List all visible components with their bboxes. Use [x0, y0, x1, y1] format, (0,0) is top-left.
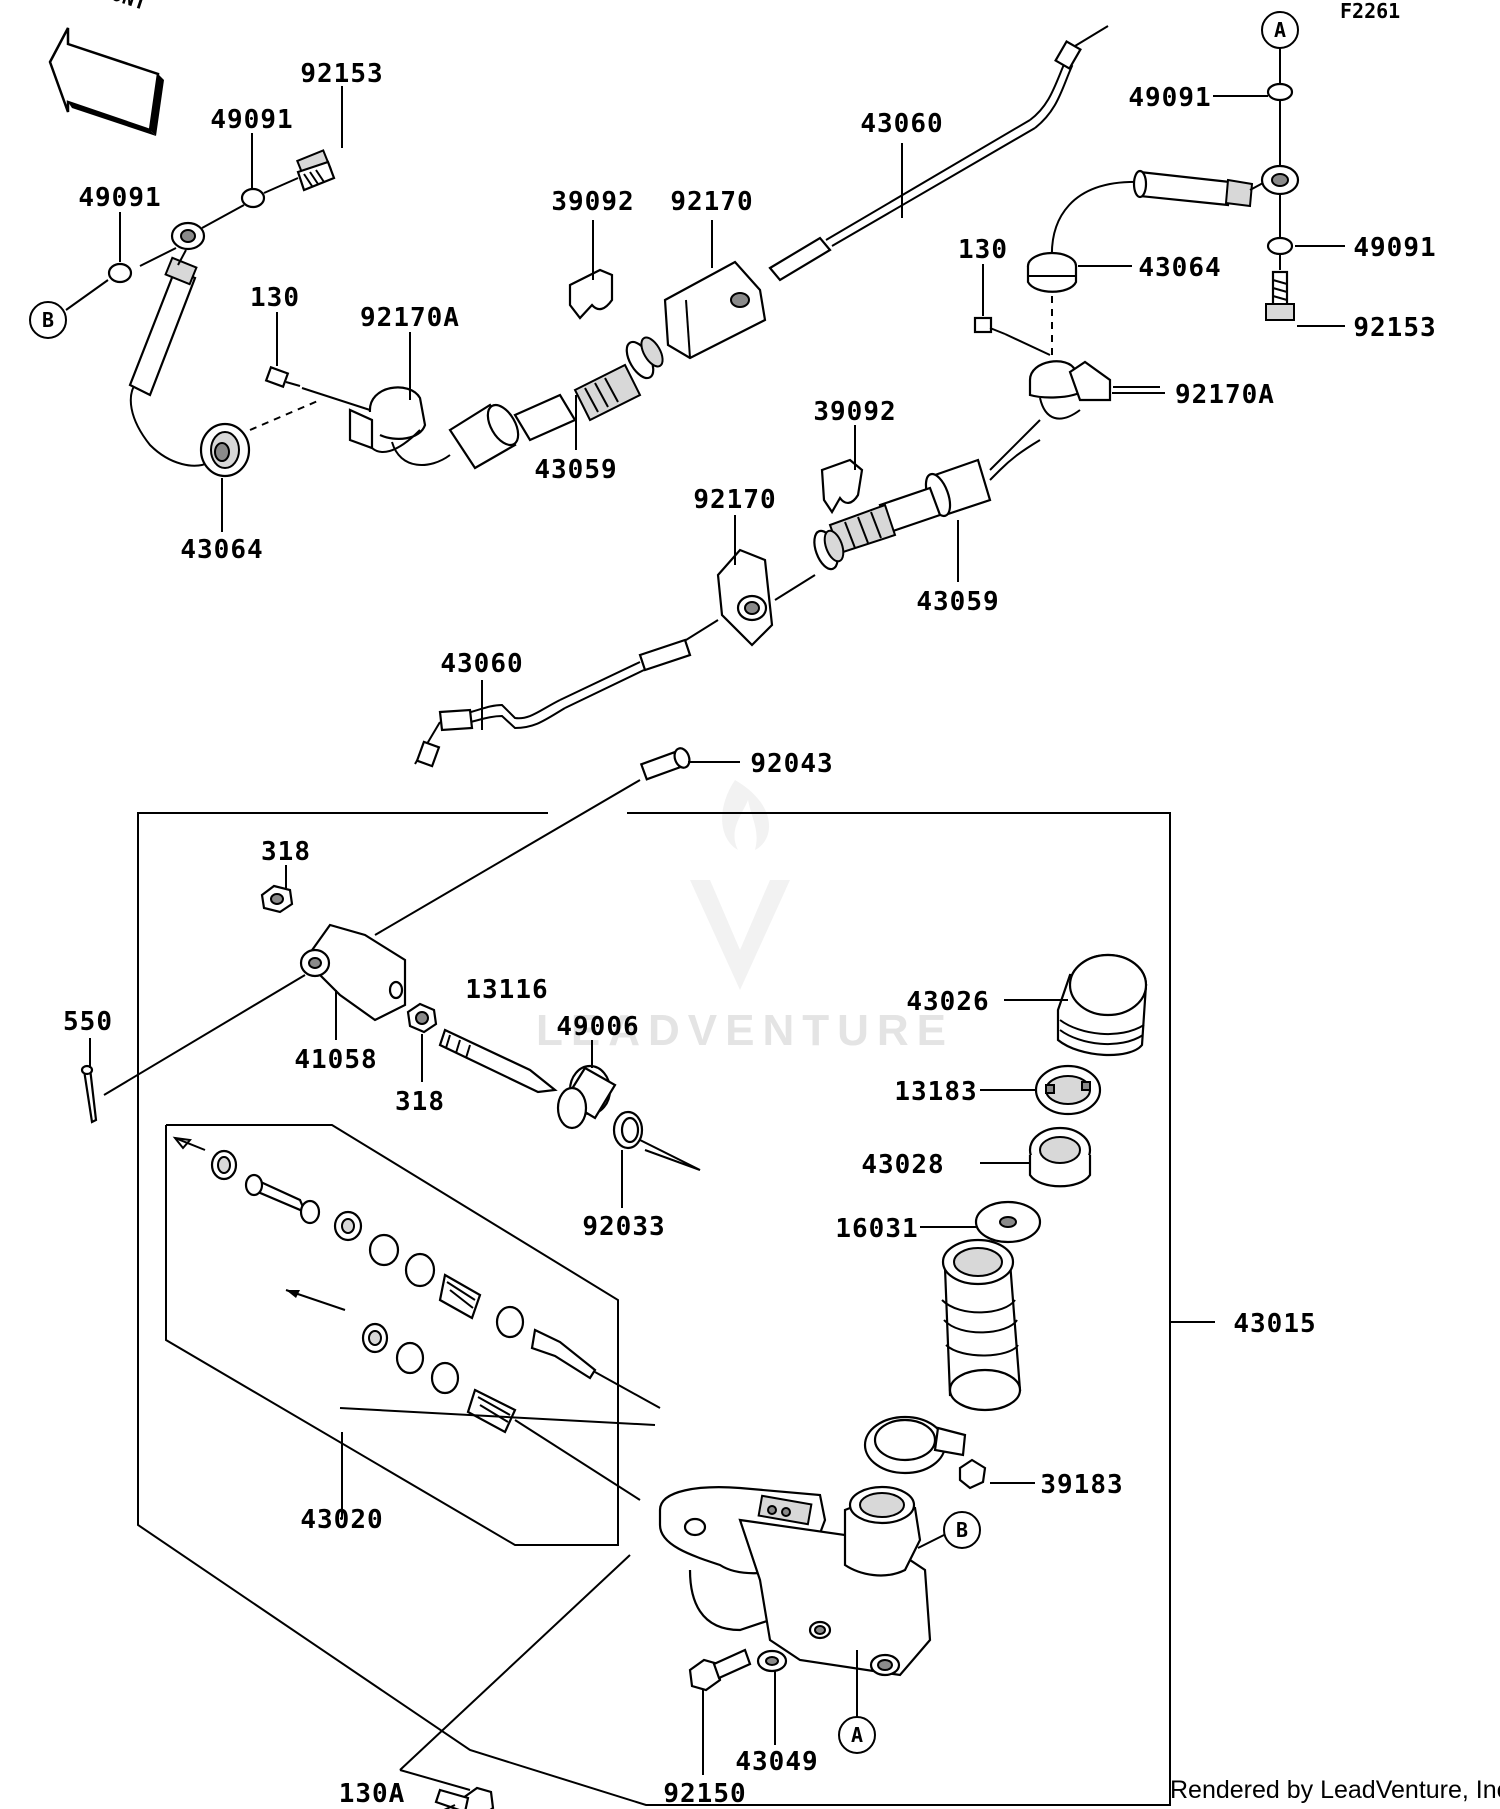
label-43020: 43020 [300, 1505, 383, 1535]
label-49091-left-b: 49091 [210, 105, 293, 135]
cable-43060-bottom [414, 619, 719, 768]
front-label: FRONT [85, 0, 150, 15]
label-92033: 92033 [582, 1212, 665, 1242]
label-92153-left: 92153 [300, 59, 383, 89]
nut-318-top [260, 884, 294, 914]
label-16031: 16031 [835, 1214, 918, 1244]
washer-16031 [974, 1200, 1042, 1244]
bolt-130-right [973, 316, 1006, 335]
nut-318-bottom [406, 1002, 438, 1034]
label-92170a-left: 92170A [360, 303, 460, 333]
washer-49091-left-a [107, 262, 133, 284]
label-43059-top: 43059 [534, 455, 617, 485]
pin-92043 [639, 747, 691, 781]
clip-39092-middle [820, 458, 864, 515]
label-43060-bottom: 43060 [440, 649, 523, 679]
label-41058: 41058 [294, 1045, 377, 1075]
label-49091-left-a: 49091 [78, 183, 161, 213]
piston-kit-lower [285, 1289, 641, 1501]
label-92170-top: 92170 [670, 187, 753, 217]
clevis-41058 [299, 923, 407, 1022]
credit-text: Rendered by LeadVenture, Inc. [1170, 1776, 1500, 1804]
cotter-pin-550 [80, 1064, 98, 1124]
boot-49006 [556, 1064, 617, 1130]
part-labels: 92153 49091 49091 130 92170A 43064 39092… [63, 59, 1436, 1809]
ref-marker-b-body: B [917, 1511, 981, 1549]
label-92150: 92150 [663, 1779, 746, 1809]
watermark-text: LEADVENTURE [536, 1006, 954, 1055]
svg-text:A: A [1274, 18, 1286, 42]
boot-43059-top [448, 336, 664, 470]
label-49091-right-a: 49091 [1128, 83, 1211, 113]
bolt-92153-right [1265, 270, 1295, 321]
svg-text:B: B [42, 308, 54, 332]
clip-39092-top [568, 268, 614, 320]
ref-marker-a-body: A [838, 1650, 876, 1754]
watermark-logo [690, 780, 790, 990]
leader-lines [89, 86, 1345, 1809]
diaphragm-plate-13183 [1034, 1064, 1102, 1116]
label-92170-bottom: 92170 [693, 485, 776, 515]
clamp-39183 [863, 1415, 987, 1490]
bolt-92153-left [295, 149, 336, 192]
label-39183: 39183 [1040, 1470, 1123, 1500]
label-13116: 13116 [465, 975, 548, 1005]
label-130-left: 130 [250, 283, 300, 313]
label-318-bottom: 318 [395, 1087, 445, 1117]
master-cylinder-body [658, 1485, 932, 1677]
diaphragm-43028 [1028, 1126, 1092, 1188]
ref-marker-b-left: B [29, 279, 109, 339]
washer-43049 [756, 1649, 788, 1673]
bolt-130a [434, 1786, 495, 1809]
label-550: 550 [63, 1007, 113, 1037]
push-rod-13116 [438, 1028, 558, 1094]
label-43059-bottom: 43059 [916, 587, 999, 617]
clamp-92170a-left [348, 386, 427, 453]
label-130a: 130A [339, 1779, 406, 1809]
piston-kit-upper [172, 1136, 661, 1409]
label-49006: 49006 [556, 1012, 639, 1042]
upper-right-hose-group [973, 48, 1300, 471]
clamp-92170a-right [1028, 360, 1112, 420]
bolt-92150 [688, 1648, 752, 1692]
label-43015: 43015 [1233, 1309, 1316, 1339]
cap-43026 [1056, 953, 1148, 1057]
label-39092-top: 39092 [551, 187, 634, 217]
upper-left-hose-group [107, 25, 1109, 478]
grommet-43064-left [199, 422, 251, 478]
grommet-43064-right [1026, 251, 1078, 293]
ref-marker-a-top: A [1261, 11, 1299, 49]
label-318-top: 318 [261, 837, 311, 867]
svg-text:B: B [956, 1518, 968, 1542]
label-39092-bottom: 39092 [813, 397, 896, 427]
master-cylinder-group [80, 747, 1215, 1809]
label-43064-right: 43064 [1138, 253, 1221, 283]
bolt-130-left [264, 365, 301, 389]
label-43064-left: 43064 [180, 535, 263, 565]
middle-cable-group [414, 439, 1041, 768]
label-43028: 43028 [861, 1150, 944, 1180]
cable-43060-top [768, 25, 1109, 282]
label-43060-top: 43060 [860, 109, 943, 139]
label-49091-right-b: 49091 [1353, 233, 1436, 263]
bracket-92170-top [663, 260, 767, 360]
circlip-92033 [612, 1110, 644, 1150]
washer-49091-right-b [1266, 236, 1294, 256]
boot-43059-middle [813, 458, 992, 571]
washer-49091-right-a [1266, 82, 1294, 102]
figure-id: F2261 [1340, 0, 1400, 23]
label-130-right: 130 [958, 235, 1008, 265]
label-92153-right: 92153 [1353, 313, 1436, 343]
reservoir-43015 [941, 1238, 1022, 1412]
label-13183: 13183 [894, 1077, 977, 1107]
washer-49091-left-b [240, 187, 266, 209]
label-43049: 43049 [735, 1747, 818, 1777]
svg-text:A: A [851, 1723, 863, 1747]
label-43026: 43026 [906, 987, 989, 1017]
label-92170a-right: 92170A [1175, 380, 1275, 410]
bracket-92170-middle [716, 548, 774, 647]
label-92043: 92043 [750, 749, 833, 779]
front-arrow-icon: FRONT [48, 0, 164, 136]
